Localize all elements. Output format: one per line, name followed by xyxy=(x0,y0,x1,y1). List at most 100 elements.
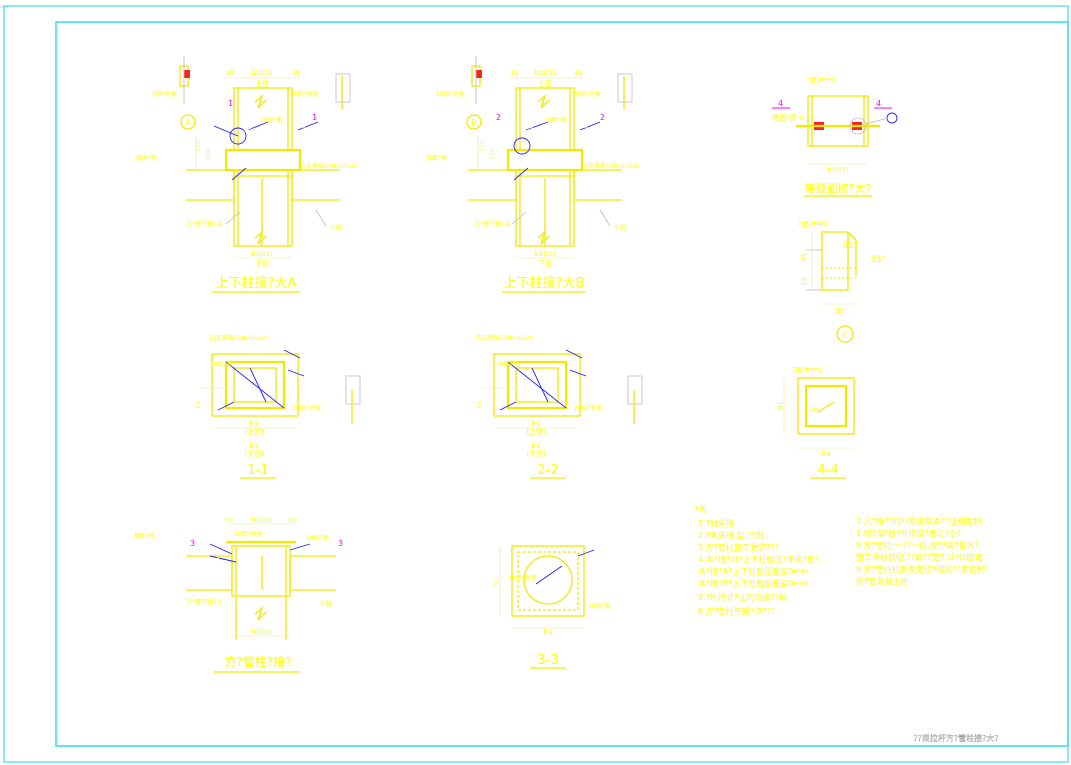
section-22-inner xyxy=(515,367,559,403)
detail-a-callout-22: 22 xyxy=(168,57,176,64)
detail-b-beam-right xyxy=(573,169,622,201)
detail-a-beam-note: 牛腿 xyxy=(330,224,342,232)
detail-a-group: b1(t1) 45 45 上管 b1(t1) 下管 170 150 22 6 5… xyxy=(136,56,358,293)
section-22-b1: b1 xyxy=(532,420,541,428)
detail-a-beam-right xyxy=(291,169,340,201)
section-11-side-box xyxy=(345,375,361,405)
junction-leader-3 xyxy=(289,543,311,551)
detail-b-cut-left: 2 xyxy=(496,113,501,122)
section-11-weld-20: 20 xyxy=(286,343,294,350)
detail-b-callout-12: 12 xyxy=(486,77,494,84)
section-11-dim-100b: 100 xyxy=(266,333,278,340)
detail-b-weld-circle xyxy=(513,137,531,155)
section-44-leader xyxy=(817,401,835,413)
equal-section-thickness: ?度(mm) xyxy=(806,75,836,84)
detail-b-ref-circle xyxy=(466,114,482,130)
detail-a-inner-plate-note: 内支撑板150x50x20 xyxy=(300,162,358,170)
detail-a-dim-45-left: 45 xyxy=(226,70,234,77)
detail-a-callout-6: 6 xyxy=(198,77,202,84)
detail-b-dim-150: 150 xyxy=(489,148,496,160)
section-22-b1-lower: b1 xyxy=(532,442,541,450)
detail-b-dim-170: 170 xyxy=(479,140,486,152)
junction-weld-20: 20 xyxy=(212,557,220,564)
inner-frame xyxy=(55,21,1069,747)
detail-a-dim-b1t1-bottom: b1(t1) xyxy=(251,250,273,258)
section-33-inner xyxy=(517,551,579,611)
detail-a-break-lower xyxy=(254,229,267,245)
section-11-inner xyxy=(233,367,277,403)
section-11-dim-100a: 100 xyxy=(252,333,264,340)
detail-c-dim-12: 12 xyxy=(800,277,808,286)
detail-c-group: 35 12 35° 35° 50 ?度(mm) C xyxy=(798,219,886,343)
notes-item-2: 2.?条采用 型,??用 . xyxy=(698,530,769,540)
section-11-diag-2 xyxy=(249,367,267,403)
detail-a-leader-2 xyxy=(247,121,269,131)
detail-a-title: 上下柱接?大A xyxy=(216,275,297,291)
detail-b-beam-note: 牛腿 xyxy=(614,224,626,232)
section-22-inner-plate: 内支撑板150x50x20 xyxy=(476,334,534,342)
section-33-h1: h1 xyxy=(493,578,500,586)
detail-b-tube-note: 方?管牛腿?点 xyxy=(474,220,510,228)
section-22-diag-2 xyxy=(531,367,549,403)
section-11-plate20: 20厚?衬板 xyxy=(292,404,321,412)
section-44-group: h1 b1 ?度(mm) 20 4-4 xyxy=(776,365,855,479)
equal-section-cut-left: 4 xyxy=(778,99,783,108)
detail-a-callout-weld xyxy=(184,70,190,78)
detail-a-beam-leader xyxy=(315,209,327,227)
junction-dim-50-left: 50 xyxy=(224,517,232,524)
section-22-side-box xyxy=(627,375,643,405)
detail-a-plate10-note: 10厚?板 xyxy=(260,116,283,124)
junction-plate20: 20厚?衬板 xyxy=(234,530,263,538)
detail-b-title: 上下柱接?大B xyxy=(504,275,585,291)
detail-b-plate10-note: 10厚?板 xyxy=(544,116,567,124)
junction-tube-note: 方?管牛腿?点 xyxy=(186,598,222,606)
equal-section-ref-leader xyxy=(865,117,889,125)
section-22-leader-3 xyxy=(499,401,517,411)
junction-cut-left: 3 xyxy=(190,539,195,548)
section-11-title: 1-1 xyxy=(247,463,268,478)
section-33-plate20: 20厚?衬板 xyxy=(508,574,537,582)
detail-c-wall xyxy=(821,231,849,291)
section-11-h1: h1 xyxy=(195,400,202,408)
equal-section-cut-right: 4 xyxy=(876,99,881,108)
junction-base-note: 楼面?高 xyxy=(134,532,155,540)
detail-b-dim-45-right: 45 xyxy=(574,70,582,77)
section-33-weld-16: 20 xyxy=(590,543,598,550)
section-22-lower: (下管) xyxy=(526,449,546,458)
detail-c-dim-50: 50 xyxy=(836,307,845,315)
detail-c-angle-2: 35° xyxy=(870,255,886,265)
detail-b-plate-note: 20厚?衬板 xyxy=(436,90,465,98)
section-44-h1: h1 xyxy=(776,401,784,410)
detail-b-dim-45-left: 45 xyxy=(510,70,518,77)
section-33-dim-100b: 100 xyxy=(550,531,562,538)
section-44-outer xyxy=(797,377,855,435)
detail-b-beam-left xyxy=(468,169,517,201)
detail-b-base-note: 楼面?高 xyxy=(426,154,447,162)
detail-a-leader-4 xyxy=(231,167,247,181)
junction-leader-1 xyxy=(209,543,233,555)
section-11-weld-10: 10 xyxy=(290,363,298,370)
detail-b-leader-3 xyxy=(513,167,529,181)
detail-a-dim-170: 170 xyxy=(195,140,202,152)
junction-dim-b1t1-bottom: b1(t1) xyxy=(251,628,273,636)
section-33-leader xyxy=(577,549,595,557)
junction-plate10: 10厚?板 xyxy=(306,534,329,542)
notes-item-14: 形?管混凝土柱. xyxy=(856,576,911,586)
notes-item-5: 本?接?A?上下柱截面相差0mm xyxy=(698,566,809,576)
detail-a-break-upper xyxy=(254,93,267,109)
section-22-outer xyxy=(493,353,581,417)
junction-dim-b1t1: b1(t1) xyxy=(251,516,273,524)
section-11-inner-plate: 内支撑板150x50x20 xyxy=(210,334,268,342)
detail-b-upper-label: 上管 xyxy=(538,79,552,88)
notes-item-8: 6.方?管柱牛腿?点???. xyxy=(698,606,777,616)
detail-b-leader-2 xyxy=(579,121,601,131)
detail-a-ref-label: A xyxy=(185,118,191,127)
notes-item-9: 7.凡?角??的??厚度取本??注理度和 xyxy=(856,516,981,526)
section-22-tube xyxy=(506,360,568,410)
section-11-diag-1 xyxy=(225,361,285,409)
notes-item-6: 本?接?B?上下柱截面相差0mm xyxy=(698,578,809,588)
junction-weld-10: 10 xyxy=(210,537,218,544)
notes-group: ?明: 1.?材采用 . 2.?条采用 型,??用 . 3.方?管柱施工要求??… xyxy=(694,505,989,616)
junction-beam-note: 牛腿 xyxy=(320,600,332,608)
detail-a-dim-b1t1: b1(t1) xyxy=(251,69,273,77)
